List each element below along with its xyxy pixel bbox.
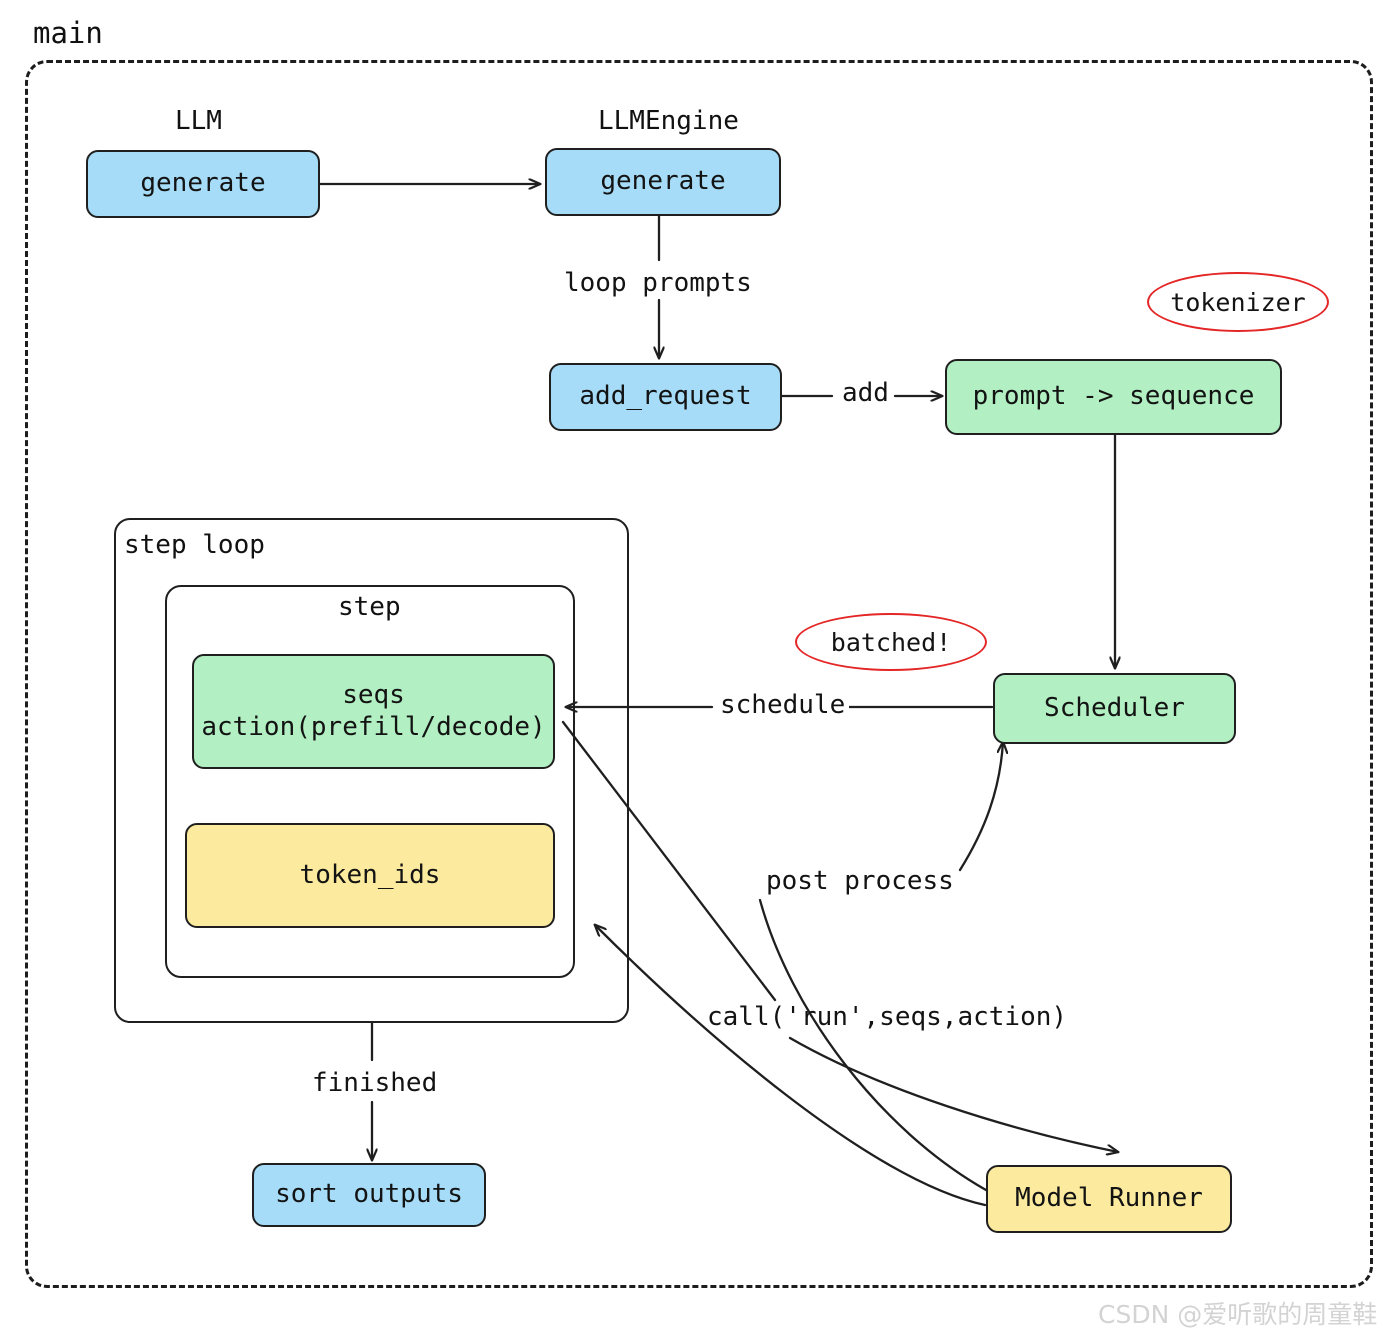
group-label-step-loop: step loop bbox=[124, 530, 265, 560]
main-container bbox=[25, 60, 1373, 1288]
edge-label-call-run: call('run',seqs,action) bbox=[707, 1002, 1068, 1032]
node-scheduler[interactable]: Scheduler bbox=[993, 673, 1236, 744]
edge-label-loop-prompts: loop prompts bbox=[560, 268, 756, 298]
node-token-ids[interactable]: token_ids bbox=[185, 823, 555, 928]
node-seqs[interactable]: seqs action(prefill/decode) bbox=[192, 654, 555, 769]
group-label-step: step bbox=[338, 592, 401, 622]
edge-label-finished: finished bbox=[308, 1068, 442, 1098]
node-prompt-to-sequence[interactable]: prompt -> sequence bbox=[945, 359, 1282, 435]
watermark: CSDN @爱听歌的周童鞋 bbox=[1098, 1300, 1378, 1329]
node-engine-generate[interactable]: generate bbox=[545, 148, 781, 216]
group-label-llmengine: LLMEngine bbox=[598, 106, 739, 136]
node-sort-outputs[interactable]: sort outputs bbox=[252, 1163, 486, 1227]
annotation-batched: batched! bbox=[795, 613, 987, 671]
edge-label-add: add bbox=[838, 378, 893, 408]
edge-label-post-process: post process bbox=[766, 866, 954, 896]
annotation-tokenizer: tokenizer bbox=[1147, 272, 1329, 332]
node-llm-generate[interactable]: generate bbox=[86, 150, 320, 218]
group-label-llm: LLM bbox=[175, 106, 222, 136]
step-loop-container bbox=[114, 518, 629, 1023]
step-container bbox=[165, 585, 575, 978]
node-add-request[interactable]: add_request bbox=[549, 363, 782, 431]
node-model-runner[interactable]: Model Runner bbox=[986, 1165, 1232, 1233]
page-title: main bbox=[33, 16, 103, 50]
edge-label-schedule: schedule bbox=[716, 690, 850, 720]
